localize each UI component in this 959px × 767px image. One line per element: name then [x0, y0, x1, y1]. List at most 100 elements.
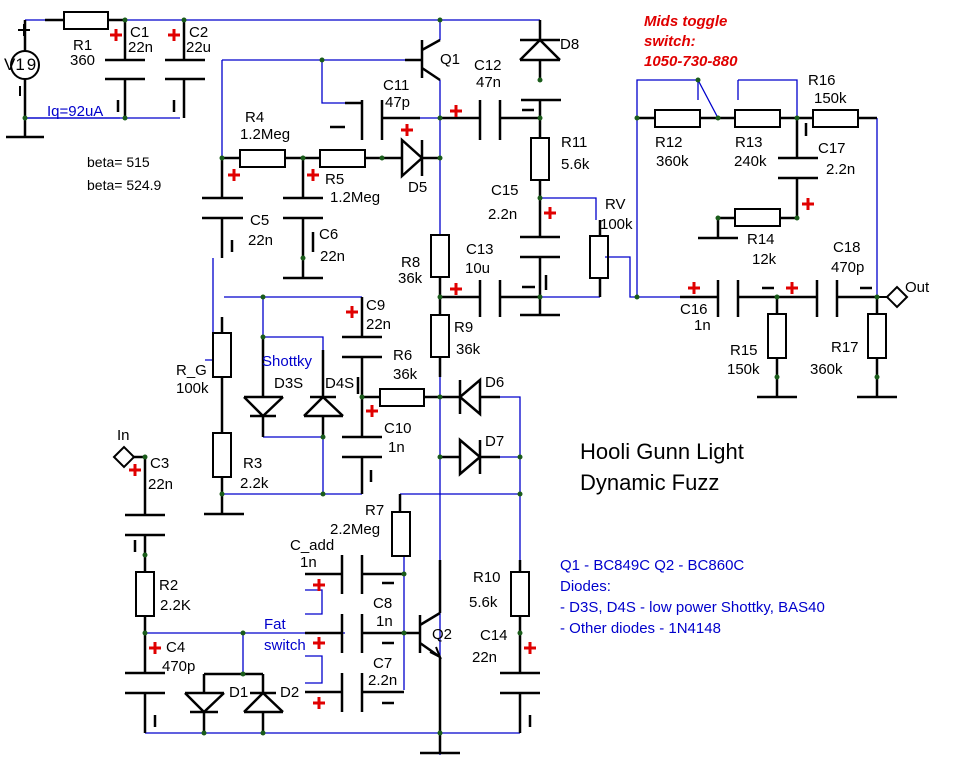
in-port-label: In — [117, 427, 130, 444]
notes-line4: - Other diodes - 1N4148 — [560, 620, 721, 637]
c3-value: 22n — [148, 476, 174, 493]
shottky-annotation: Shottky — [262, 353, 313, 370]
c18-name: C18 — [833, 239, 861, 256]
r15-value: 150k — [727, 361, 760, 378]
r13-value: 240k — [734, 153, 767, 170]
schematic-title-line1: Hooli Gunn Light — [580, 439, 744, 464]
c11-name: C11 — [383, 77, 410, 94]
r17-value: 360k — [810, 361, 843, 378]
d4s-name: D4S — [325, 375, 355, 392]
notes-line3: - D3S, D4S - low power Shottky, BAS40 — [560, 599, 825, 616]
c7-name: C7 — [373, 655, 393, 672]
rg-name: R_G — [176, 362, 207, 379]
r14-value: 12k — [752, 251, 777, 268]
c3-name: C3 — [150, 455, 170, 472]
mids-note-line1: Mids toggle — [644, 13, 728, 30]
q1-name: Q1 — [440, 51, 461, 68]
junctions — [22, 17, 880, 736]
out-port-label: Out — [905, 279, 930, 296]
c15-name: C15 — [491, 182, 519, 199]
c17-value: 2.2n — [826, 161, 856, 178]
c14-name: C14 — [480, 627, 508, 644]
r14-name: R14 — [747, 231, 775, 248]
r13-name: R13 — [735, 134, 763, 151]
rv-value: 100k — [600, 216, 633, 233]
r9-name: R9 — [454, 319, 474, 336]
c8-name: C8 — [373, 595, 393, 612]
c13-value: 10u — [465, 260, 491, 277]
r2-value: 2.2K — [160, 597, 191, 614]
c16-name: C16 — [680, 301, 708, 318]
notes-line2: Diodes: — [560, 578, 611, 595]
d2-name: D2 — [280, 684, 300, 701]
r10-value: 5.6k — [469, 594, 498, 611]
c13-name: C13 — [466, 241, 494, 258]
r16-value: 150k — [814, 90, 847, 107]
rg-value: 100k — [176, 380, 209, 397]
d3s-name: D3S — [274, 375, 304, 392]
cadd-name: C_add — [290, 537, 335, 554]
c7-value: 2.2n — [368, 672, 398, 689]
r8-value: 36k — [398, 270, 423, 287]
fat-switch-label1: Fat — [264, 616, 286, 633]
r7-name: R7 — [365, 502, 385, 519]
r11-name: R11 — [561, 134, 588, 151]
c16-value: 1n — [694, 317, 711, 334]
r2-name: R2 — [159, 577, 179, 594]
c17-name: C17 — [818, 140, 846, 157]
notes-line1: Q1 - BC849C Q2 - BC860C — [560, 557, 745, 574]
iq-annotation: Iq=92uA — [47, 103, 104, 120]
r3-name: R3 — [243, 455, 263, 472]
r15-name: R15 — [730, 342, 758, 359]
mids-note-line3: 1050-730-880 — [644, 53, 738, 70]
c9-name: C9 — [366, 297, 386, 314]
c4-value: 470p — [162, 658, 196, 675]
cadd-value: 1n — [300, 554, 317, 571]
c18-value: 470p — [831, 259, 865, 276]
r10-name: R10 — [473, 569, 501, 586]
c5-name: C5 — [250, 212, 270, 229]
r4-value: 1.2Meg — [240, 126, 291, 143]
c12-value: 47n — [476, 74, 502, 91]
c10-name: C10 — [384, 420, 412, 437]
d7-name: D7 — [485, 433, 505, 450]
mids-note-line2: switch: — [644, 33, 696, 50]
c4-name: C4 — [166, 639, 186, 656]
r16-name: R16 — [808, 72, 836, 89]
c12-name: C12 — [474, 57, 502, 74]
c1-name: C1 — [130, 24, 150, 41]
schematic-title-line2: Dynamic Fuzz — [580, 470, 720, 495]
d1-name: D1 — [229, 684, 249, 701]
beta2-annotation: beta= 524.9 — [87, 177, 162, 193]
r1-name: R1 — [73, 37, 93, 54]
c6-name: C6 — [319, 226, 339, 243]
rv-name: RV — [605, 196, 626, 213]
c9-value: 22n — [366, 316, 392, 333]
r12-value: 360k — [656, 153, 689, 170]
c15-value: 2.2n — [488, 206, 518, 223]
r5-name: R5 — [325, 171, 345, 188]
c1-value: 22n — [128, 39, 154, 56]
r8-name: R8 — [401, 254, 421, 271]
r7-value: 2.2Meg — [330, 521, 381, 538]
c14-value: 22n — [472, 649, 498, 666]
c5-value: 22n — [248, 232, 274, 249]
r3-value: 2.2k — [240, 475, 269, 492]
c2-value: 22u — [186, 39, 212, 56]
components — [6, 11, 909, 755]
wires — [24, 19, 878, 755]
r17-name: R17 — [831, 339, 859, 356]
r9-value: 36k — [456, 341, 481, 358]
r12-name: R12 — [655, 134, 683, 151]
fat-switch-label2: switch — [264, 637, 306, 654]
c6-value: 22n — [320, 248, 346, 265]
r4-name: R4 — [245, 109, 265, 126]
r6-value: 36k — [393, 366, 418, 383]
d8-name: D8 — [560, 36, 580, 53]
r6-name: R6 — [393, 347, 413, 364]
q2-name: Q2 — [432, 626, 453, 643]
c8-value: 1n — [376, 613, 393, 630]
r5-value: 1.2Meg — [330, 189, 381, 206]
